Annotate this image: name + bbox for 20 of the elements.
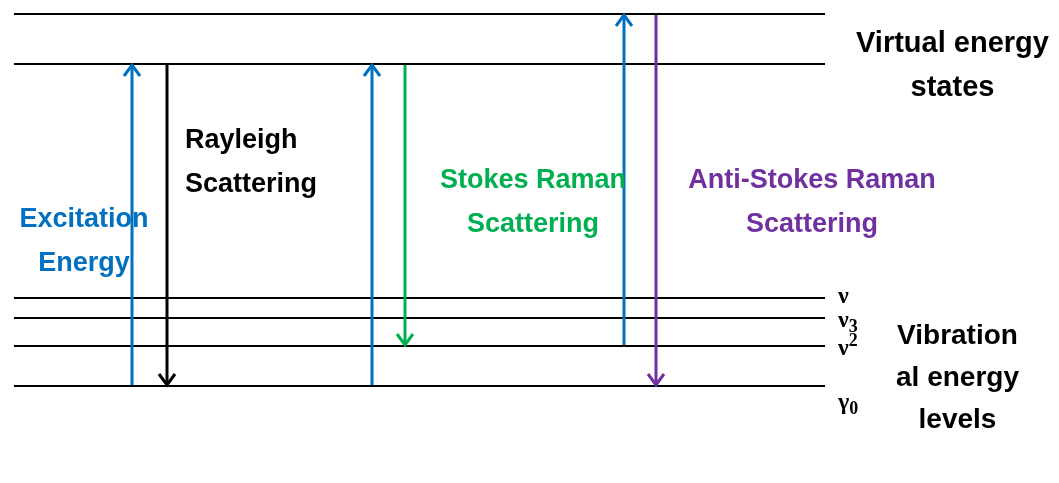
energy-level-line (14, 345, 825, 347)
arrow (395, 65, 415, 347)
energy-level-line (14, 317, 825, 319)
arrow (362, 63, 382, 385)
energy-level-line (14, 297, 825, 299)
level-symbol: ν$^{2}$ (838, 334, 858, 360)
level-symbol: ν$_{3}$ (838, 306, 858, 332)
process-label: Rayleigh Scattering (185, 123, 319, 200)
level-symbol: ν (838, 282, 849, 308)
level-group-label: Virtual energy states (855, 25, 1050, 104)
process-label: Anti-Stokes Raman Scattering (687, 163, 937, 240)
arrow (157, 65, 177, 387)
energy-level-line (14, 63, 825, 65)
level-symbol: γ$_{0}$ (838, 388, 859, 414)
arrow (614, 13, 634, 345)
arrow (646, 15, 666, 387)
energy-level-line (14, 13, 825, 15)
arrow (122, 63, 142, 385)
energy-level-line (14, 385, 825, 387)
level-group-label: Vibrational energy levels (895, 318, 1020, 436)
